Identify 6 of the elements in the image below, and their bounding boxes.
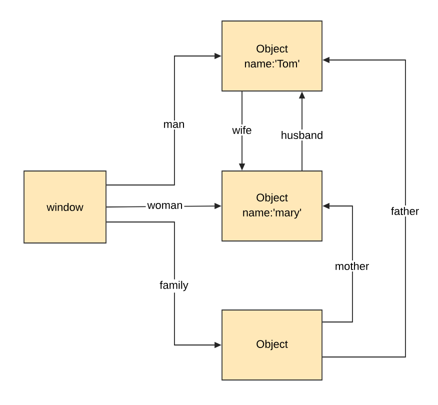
object-box: Object name:'mary'	[222, 170, 322, 242]
object-box: Object name:'Tom'	[222, 20, 322, 92]
edge-label: wife	[230, 124, 254, 136]
object-box: window	[24, 170, 106, 244]
edge-label: family	[158, 279, 190, 293]
object-box: Object	[222, 310, 322, 380]
